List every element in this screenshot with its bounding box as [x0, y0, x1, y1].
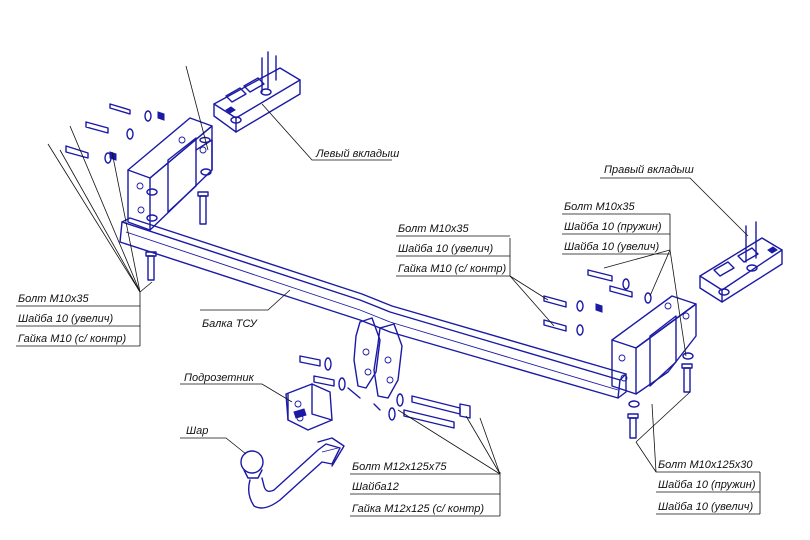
beam-label: Балка ТСУ	[202, 318, 258, 330]
ball-bolts	[299, 355, 471, 429]
middle-fastener-bolt: Болт М10х35	[398, 223, 469, 235]
left-bracket	[127, 117, 213, 231]
socket-holder-label: Подрозетник	[184, 372, 255, 384]
middle-horizontal-bolts	[543, 269, 652, 336]
ball-fastener-nut: Гайка М12х125 (с/ контр)	[352, 503, 484, 515]
socket-holder-part	[285, 383, 333, 431]
right-bottom-fastener-washer: Шайба 10 (увелич)	[658, 501, 753, 513]
ball-fastener-washer: Шайба12	[352, 481, 399, 493]
left-fastener-washer: Шайба 10 (увелич)	[18, 313, 113, 325]
right-insert	[699, 221, 783, 303]
right-top-fastener-washer: Шайба 10 (увелич)	[564, 241, 659, 253]
leader-lines	[16, 65, 761, 517]
right-bracket	[611, 295, 697, 408]
middle-fastener-nut: Гайка М10 (с/ контр)	[398, 263, 506, 275]
ball-label: Шар	[186, 425, 208, 437]
left-fastener-bolt: Болт М10х35	[18, 293, 89, 305]
left-vertical-bolts	[145, 136, 211, 281]
ball-mount-plates	[347, 317, 403, 411]
beam	[119, 217, 627, 399]
ball-fastener-bolt: Болт М12х125х75	[352, 461, 447, 473]
right-bottom-fastener-spring-washer: Шайба 10 (пружин)	[658, 479, 756, 491]
left-insert-label: Левый вкладыш	[315, 148, 399, 160]
right-insert-label: Правый вкладыш	[604, 164, 694, 176]
left-fastener-nut: Гайка М10 (с/ контр)	[18, 333, 126, 345]
tow-ball-part	[240, 437, 345, 509]
right-bottom-fastener-bolt: Болт М10х125х30	[658, 459, 753, 471]
right-top-fastener-spring-washer: Шайба 10 (пружин)	[564, 221, 662, 233]
right-top-fastener-bolt: Болт М10х35	[564, 201, 635, 213]
middle-fastener-washer: Шайба 10 (увелич)	[398, 243, 493, 255]
right-vertical-bolts	[627, 363, 693, 439]
left-horizontal-bolts	[65, 103, 165, 164]
left-insert	[213, 51, 301, 133]
